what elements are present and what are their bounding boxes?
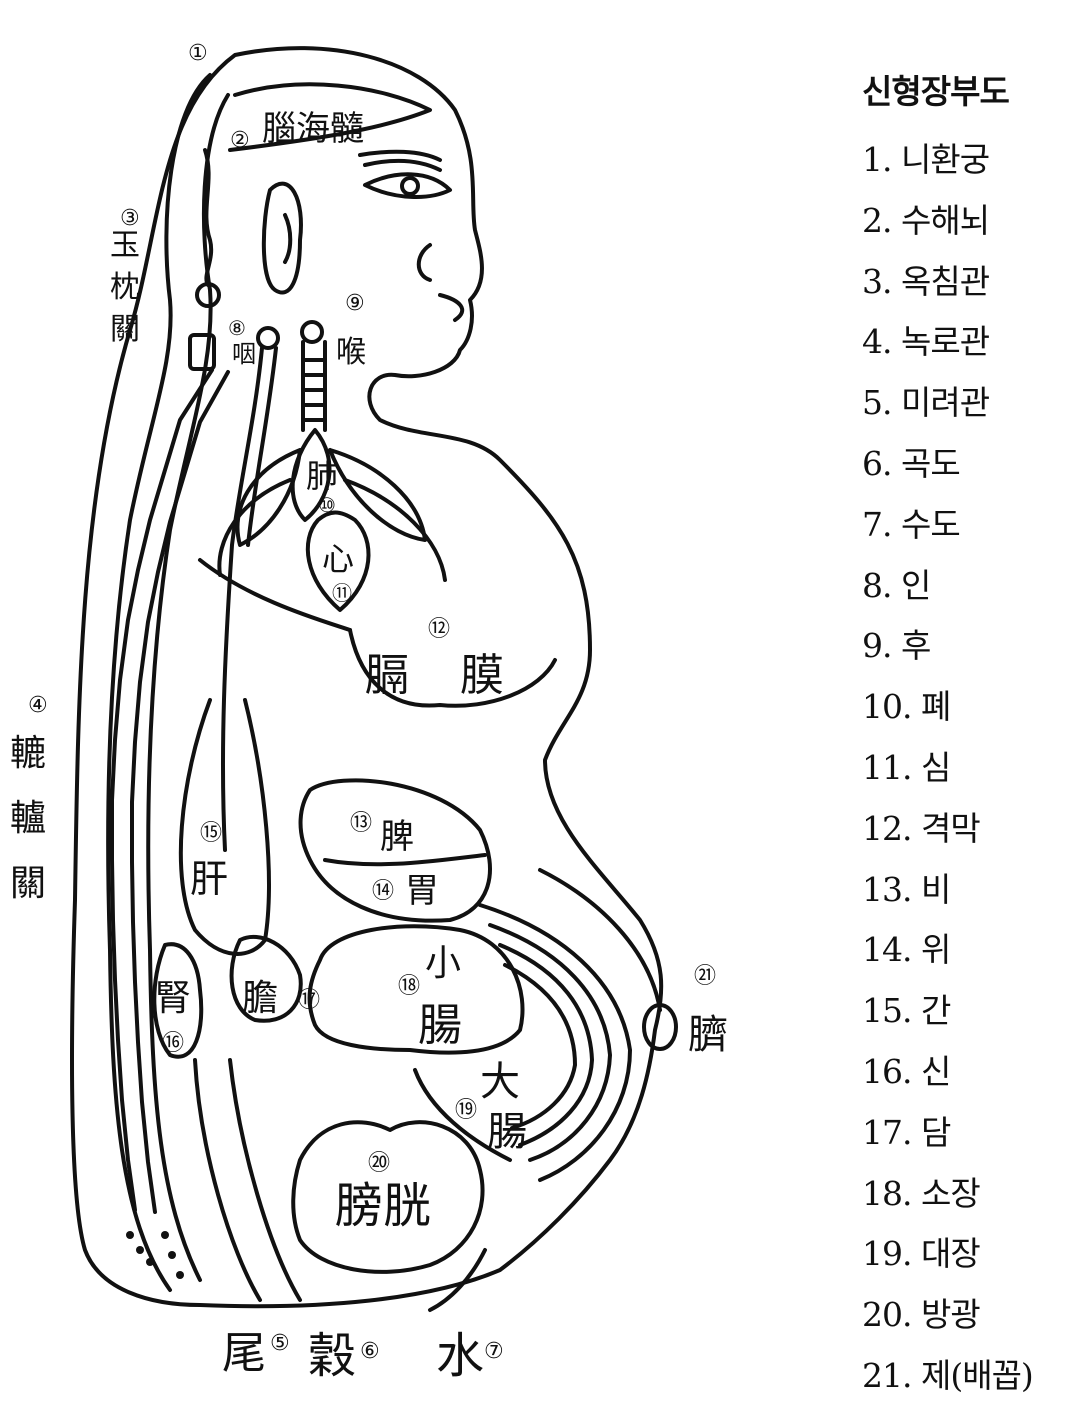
label-windlass-2: 轤: [10, 798, 46, 839]
label-windlass-3: 關: [10, 863, 46, 904]
num-13: ⑬: [350, 811, 372, 836]
larynx-ring: [300, 320, 324, 344]
legend-item: 14. 위: [862, 930, 951, 970]
eye: [363, 172, 452, 199]
legend-item: 5. 미려관: [862, 383, 990, 423]
legend-item: 11. 심: [862, 747, 951, 787]
label-larynx: 喉: [336, 335, 366, 370]
legend-item: 8. 인: [862, 565, 931, 605]
legend-item: 21. 제(배꼽): [862, 1355, 1034, 1395]
num-6: ⑥: [360, 1339, 380, 1364]
label-small-intestine-bottom: 腸: [418, 1000, 462, 1051]
label-diaphragm-left: 膈: [365, 650, 409, 701]
label-large-intestine-bottom: 腸: [487, 1109, 527, 1155]
legend-item: 4. 녹로관: [862, 322, 990, 362]
label-large-intestine-top: 大: [480, 1059, 520, 1105]
spleen-stomach: [298, 778, 492, 923]
legend-item: 17. 담: [862, 1112, 951, 1152]
legend-list: 1. 니환궁 2. 수해뇌 3. 옥침관 4. 녹로관 5. 미려관 6. 곡도…: [862, 130, 1072, 1407]
num-1: ①: [188, 41, 208, 66]
brain-outline: [228, 82, 432, 152]
body-outline: [70, 46, 664, 1309]
num-11: ⑪: [332, 581, 352, 605]
label-liver: 肝: [190, 857, 228, 901]
legend-item: 6. 곡도: [862, 443, 961, 483]
spine-channel-inner: [146, 93, 230, 1282]
label-spleen: 脾: [380, 817, 414, 857]
legend-item: 10. 폐: [862, 687, 951, 727]
label-jade-pillow-1: 玉: [110, 228, 140, 263]
num-10: ⑩: [318, 493, 336, 517]
lung-leaves: [217, 428, 447, 582]
num-8: ⑧: [228, 316, 246, 340]
legend-item: 13. 비: [862, 869, 951, 909]
spine-channel-outer: [106, 73, 212, 1292]
label-navel: 臍: [688, 1012, 728, 1058]
legend-item: 1. 니환궁: [862, 140, 990, 179]
diagram-svg: 腦海髓 玉 枕 關 轆 轤 關 咽 喉 肺 心 膈 膜 脾 胃 肝 腎 膽 小 …: [10, 41, 728, 1384]
label-coccyx: 尾: [222, 1328, 266, 1379]
num-16: ⑯: [162, 1031, 184, 1056]
num-2: ②: [230, 128, 250, 153]
label-diaphragm-right: 膜: [460, 650, 504, 701]
num-5: ⑤: [270, 1331, 290, 1356]
gallbladder: [229, 934, 303, 1023]
label-heart: 心: [322, 540, 354, 578]
num-4: ④: [28, 693, 48, 718]
legend-item: 2. 수해뇌: [862, 200, 990, 240]
label-jade-pillow-2: 枕: [110, 270, 140, 305]
legend-item: 7. 수도: [862, 504, 961, 544]
num-12: ⑫: [428, 617, 450, 642]
legend-item: 12. 격막: [862, 808, 981, 848]
label-pharynx: 咽: [232, 340, 256, 368]
diaphragm: [348, 628, 557, 708]
label-brain: 腦海髓: [262, 109, 364, 149]
label-grain-path: 穀: [308, 1328, 356, 1384]
num-15: ⑮: [200, 821, 222, 846]
num-21: ㉑: [694, 964, 716, 989]
label-kidney: 腎: [155, 978, 191, 1019]
label-bladder: 膀胱: [335, 1178, 431, 1234]
label-gallbladder: 膽: [242, 978, 278, 1019]
navel-ring: [642, 1003, 678, 1051]
bladder: [291, 1120, 485, 1274]
kidney: [152, 942, 204, 1059]
body-organ-diagram: 腦海髓 玉 枕 關 轆 轤 關 咽 喉 肺 心 膈 膜 脾 胃 肝 腎 膽 小 …: [10, 41, 728, 1384]
heart: [305, 510, 371, 612]
label-windlass-1: 轆: [10, 733, 46, 774]
label-water-path: 水: [436, 1328, 484, 1384]
num-18: ⑱: [398, 974, 420, 999]
num-20: ⑳: [368, 1151, 390, 1176]
legend-panel: 신형장부도 1. 니환궁 2. 수해뇌 3. 옥침관 4. 녹로관 5. 미려관…: [862, 70, 1072, 1407]
num-7: ⑦: [484, 1339, 504, 1364]
legend-item: 9. 후: [862, 626, 931, 666]
legend-item: 15. 간: [862, 991, 951, 1031]
legend-item: 20. 방광: [862, 1295, 981, 1335]
large-intestine-folds: [413, 868, 662, 1182]
label-jade-pillow-3: 關: [110, 312, 140, 347]
label-lung: 肺: [306, 457, 338, 495]
pharynx-ring: [256, 326, 280, 350]
label-stomach: 胃: [405, 871, 439, 911]
legend-title: 신형장부도: [862, 72, 1010, 111]
legend-item: 18. 소장: [862, 1173, 981, 1213]
num-9: ⑨: [345, 291, 365, 316]
num-19: ⑲: [455, 1098, 477, 1123]
small-intestine: [307, 924, 525, 1055]
spine-chain: [110, 148, 230, 1214]
legend-item: 16. 신: [862, 1051, 951, 1091]
ear: [261, 181, 303, 295]
num-3: ③: [120, 206, 140, 231]
legend-item: 19. 대장: [862, 1234, 981, 1274]
label-small-intestine-top: 小: [425, 943, 461, 984]
num-14: ⑭: [372, 879, 394, 904]
legend-item: 3. 옥침관: [862, 261, 990, 301]
num-17: ⑰: [298, 988, 320, 1013]
